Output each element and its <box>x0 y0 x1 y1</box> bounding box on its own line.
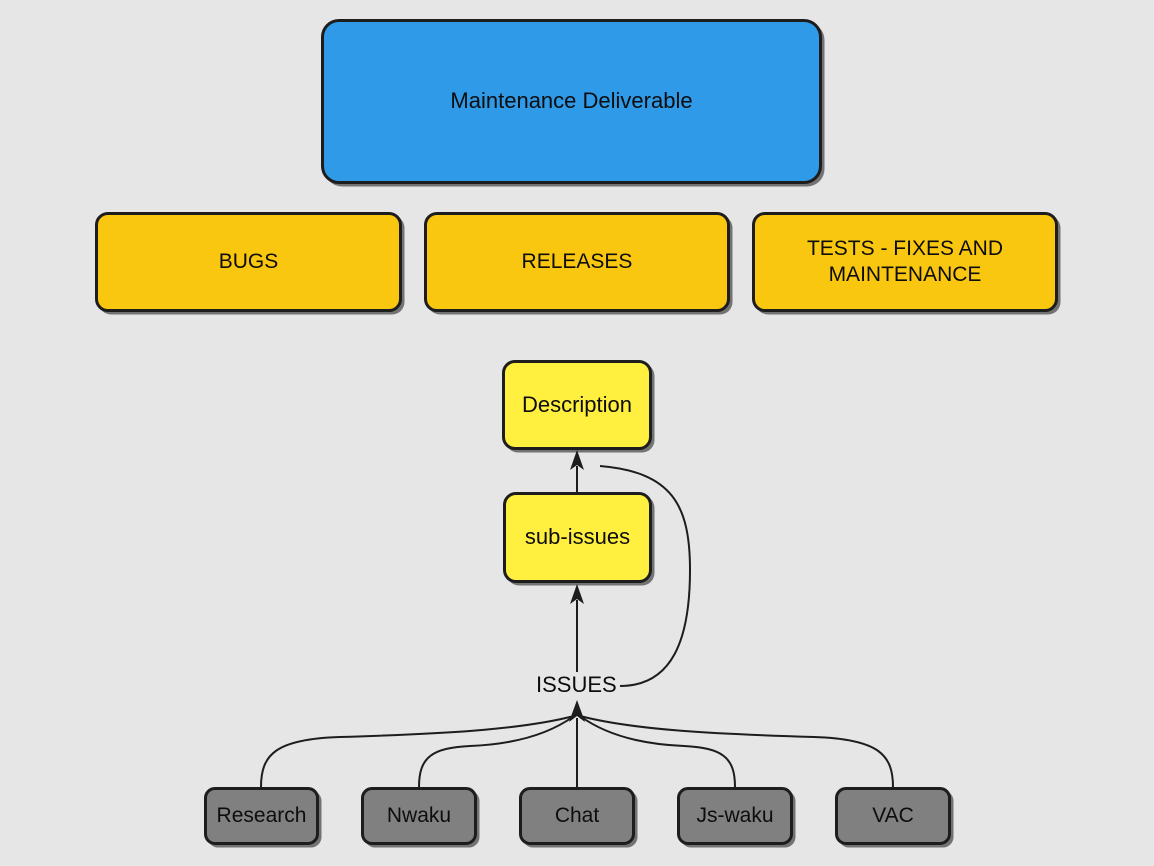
node-sub-issues[interactable]: sub-issues <box>503 492 652 583</box>
node-label: Description <box>521 391 633 417</box>
node-label-line2: MAINTENANCE <box>828 263 982 286</box>
node-label: sub-issues <box>524 524 631 550</box>
edge-research-to-issues <box>260 715 575 788</box>
edge-issues-to-subissues <box>570 584 584 672</box>
node-label: Js-waku <box>696 804 774 828</box>
edge-vac-to-issues <box>579 715 894 788</box>
edge-nwaku-to-issues <box>418 715 575 788</box>
arrowhead-issues <box>569 700 585 722</box>
node-label: BUGS <box>218 250 279 274</box>
node-chat[interactable]: Chat <box>519 787 635 845</box>
node-nwaku[interactable]: Nwaku <box>361 787 477 845</box>
node-js-waku[interactable]: Js-waku <box>677 787 793 845</box>
edge-jswaku-to-issues <box>579 715 736 788</box>
node-description[interactable]: Description <box>502 360 652 450</box>
node-releases[interactable]: RELEASES <box>424 212 730 312</box>
edge-sources-to-issues <box>260 700 894 788</box>
node-maintenance-deliverable[interactable]: Maintenance Deliverable <box>321 19 822 184</box>
node-research[interactable]: Research <box>204 787 319 845</box>
node-label: VAC <box>872 804 914 828</box>
edge-subissues-to-description <box>570 450 584 492</box>
node-bugs[interactable]: BUGS <box>95 212 402 312</box>
edge-label-issues: ISSUES <box>534 672 619 698</box>
node-tests-fixes-and-maintenance[interactable]: TESTS - FIXES AND MAINTENANCE <box>752 212 1058 312</box>
node-label: Chat <box>554 804 600 828</box>
node-label: Maintenance Deliverable <box>450 88 693 114</box>
arrowhead-subissues <box>570 584 584 604</box>
node-label-block: TESTS - FIXES AND MAINTENANCE <box>807 236 1003 287</box>
arrowhead-description <box>570 450 584 470</box>
node-label: RELEASES <box>521 250 633 274</box>
node-label: Research <box>216 804 307 828</box>
node-label-line1: TESTS - FIXES AND <box>806 237 1004 261</box>
node-vac[interactable]: VAC <box>835 787 951 845</box>
node-label: Nwaku <box>386 804 452 828</box>
